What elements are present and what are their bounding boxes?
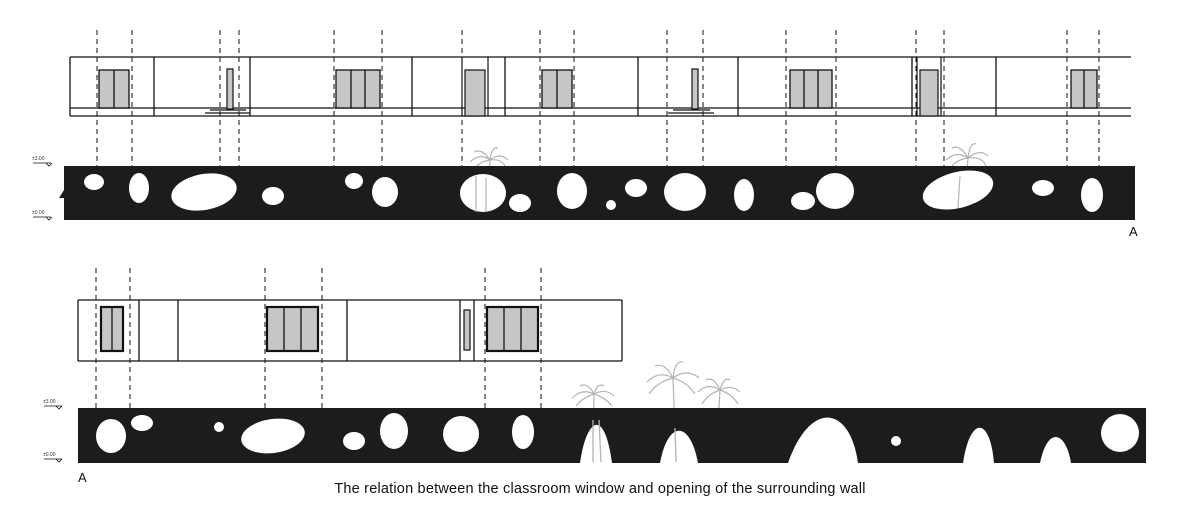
window [789, 69, 833, 109]
wall-opening [891, 436, 901, 446]
window [265, 305, 320, 353]
wall-opening [131, 415, 153, 431]
window [485, 305, 540, 353]
door [668, 68, 714, 114]
wall-opening [345, 173, 363, 189]
wall-opening [372, 177, 398, 207]
wall-opening [241, 418, 305, 454]
wall-opening [96, 419, 126, 453]
wall-opening [1101, 414, 1139, 452]
window [541, 69, 573, 109]
level-mark-lower: ±0.00 [43, 452, 56, 458]
top-classroom-elevation [69, 56, 1131, 117]
wall-opening [664, 173, 706, 211]
wall-opening [1032, 180, 1054, 196]
bottom-windows [99, 305, 540, 353]
door [916, 57, 942, 117]
wall-opening [512, 415, 534, 449]
section-label: A [1129, 224, 1138, 239]
level-mark-upper: ±3.00 [32, 156, 45, 162]
door [463, 309, 471, 351]
wall-opening [922, 170, 994, 210]
bottom-classroom-elevation [77, 299, 623, 362]
wall-opening [1081, 178, 1103, 212]
wall-opening [625, 179, 647, 197]
wall-opening [129, 173, 149, 203]
window [99, 305, 125, 353]
door [461, 57, 489, 117]
wall-opening [460, 174, 506, 212]
top-wall-openings [84, 170, 1103, 212]
wall-opening [606, 200, 616, 210]
wall-opening [262, 187, 284, 205]
top-windows [98, 69, 1098, 109]
wall-opening [443, 416, 479, 452]
wall-opening [580, 424, 612, 463]
wall-opening [214, 422, 224, 432]
wall-opening [557, 173, 587, 209]
bottom-trees-over-openings [592, 419, 677, 463]
wall-opening [343, 432, 365, 450]
wall-opening [1040, 437, 1071, 463]
alignment-lines-top [96, 30, 1100, 166]
section-label: A [78, 470, 87, 485]
figure-caption: The relation between the classroom windo… [334, 481, 866, 497]
window [1070, 69, 1098, 109]
wall-opening [84, 174, 104, 190]
window [335, 69, 381, 109]
bottom-wall-openings [96, 413, 1139, 463]
wall-opening [509, 194, 531, 212]
wall-opening [791, 192, 815, 210]
wall-opening [660, 430, 698, 463]
wall-opening [380, 413, 408, 449]
level-markers [33, 162, 63, 463]
level-mark-upper: ±3.00 [43, 399, 56, 405]
top-trees-over-openings [475, 175, 961, 212]
door [205, 68, 250, 114]
wall-opening [171, 173, 237, 211]
wall-opening [816, 173, 854, 209]
window [98, 69, 130, 109]
wall-opening [788, 417, 858, 463]
level-mark-lower: ±0.00 [32, 210, 45, 216]
wall-opening [963, 427, 994, 463]
wall-opening [734, 179, 754, 211]
